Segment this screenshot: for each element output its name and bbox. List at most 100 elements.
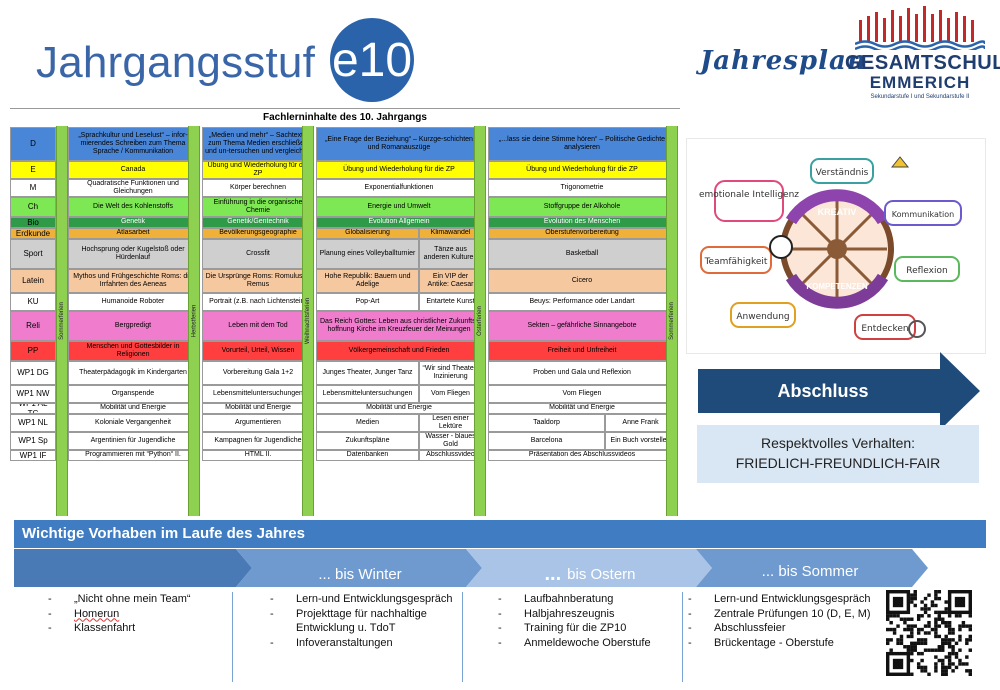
football-icon [769,235,793,259]
holiday-bar-autumn: Herbstferien [188,126,200,516]
content-cell: Energie und Umwelt [316,197,482,217]
content-cell: Mobilität und Energie [68,403,198,414]
subject-cell: WP1 Sp [10,432,56,450]
column-divider [462,592,463,682]
respect-line1: Respektvolles Verhalten: [760,435,916,451]
subject-cell: KU [10,293,56,311]
subject-cell: Latein [10,269,56,293]
content-cell: Freiheit und Unfreiheit [488,341,676,361]
content-cell: Mobilität und Energie [316,403,482,414]
content-cell: Entartete Kunst [419,293,482,311]
phase-ostern-label: ...bis Ostern [480,555,700,593]
vorhaben-heading: Wichtige Vorhaben im Laufe des Jahres [14,520,986,548]
content-cell: Stoffgruppe der Alkohole [488,197,676,217]
subject-cell: Sport [10,239,56,269]
list-item: Brückentage - Oberstufe [688,636,884,651]
content-cell: Vom Fliegen [419,385,482,403]
phase-chevrons [14,549,928,587]
holiday-label: Weihnachtsferien [305,297,311,345]
subject-cell: Reli [10,311,56,341]
content-cell: „Medien und mehr“ – Sachtexte zum Thema … [202,127,314,161]
holiday-label: Osterferien [477,306,483,336]
content-cell: Koloniale Vergangenheit [68,414,198,432]
qr-code-icon [886,590,972,676]
castle-icon [855,6,985,50]
holiday-bar-summer: Sommerferien [56,126,68,516]
subject-cell: PP [10,341,56,361]
respect-line2: FRIEDLICH-FREUNDLICH-FAIR [735,455,941,471]
content-cell: Körper berechnen [202,179,314,197]
content-cell: Theaterpädagogik im Kindergarten [68,361,198,385]
phase-sommer-label: ... bis Sommer [700,552,920,590]
subject-cell: E [10,161,56,179]
content-cell: Hohe Republik: Bauern und Adelige [316,269,419,293]
wheel-icon [780,189,894,309]
content-cell: Lesen einer Lektüre [419,414,482,432]
content-cell: Beuys: Performance oder Landart [488,293,676,311]
content-cell: Trigonometrie [488,179,676,197]
komp-word-komm: Kommunikation [892,210,954,219]
table-row: D „Sprachkultur und Leselust“ – infor-mie… [10,127,680,161]
content-cell: Genetik/Gentechnik [202,217,314,228]
phase-dots: ... [544,562,562,585]
content-cell: Mobilität und Energie [488,403,676,414]
content-cell: „Sprachkultur und Leselust“ – infor-mier… [68,127,198,161]
content-cell: Cicero [488,269,676,293]
content-cell: Oberstufenvorbereitung [488,228,676,239]
list-item: Anmeldewoche Oberstufe [498,636,678,651]
content-cell: Humanoide Roboter [68,293,198,311]
content-cell: Leben mit dem Tod [202,311,314,341]
magnifier-icon [908,320,926,338]
komp-word-verst: Verständnis [816,168,869,178]
content-cell: Exponentialfunktionen [316,179,482,197]
abschluss-arrow: Abschluss [698,352,980,430]
content-cell: Das Reich Gottes: Leben aus christlicher… [316,311,482,341]
content-cell: Barcelona [488,432,605,450]
subject-cell: Erdkunde [10,228,56,239]
komp-word-ei: emotionale Intelligenz [699,190,799,200]
content-cell: Proben und Gala und Reflexion [488,361,676,385]
content-cell: Evolution des Menschen [488,217,676,228]
content-cell: Planung eines Volleyballturnier [316,239,419,269]
komp-word-anw: Anwendung [736,312,789,322]
content-cell: Junges Theater, Junger Tanz [316,361,419,385]
content-cell: Tänze aus anderen Kulturen [419,239,482,269]
holiday-label: Sommerferien [669,302,675,340]
content-cell: Übung und Wiederholung für die ZP [316,161,482,179]
content-cell: Evolution Allgemein [316,217,482,228]
wheel-bottom-label: KOMPETENZEN [806,282,868,291]
content-cell: Bevölkerungsgeographie [202,228,314,239]
phase-dots: ... [87,7,105,30]
subject-cell: WP1 IF [10,450,56,461]
ostern-list: Laufbahnberatung Halbjahreszeugnis Train… [498,592,678,650]
sommer-list: Lern-und Entwicklungsgespräch Zentrale P… [688,592,884,650]
content-cell: Organspende [68,385,198,403]
qr-code[interactable] [886,590,972,676]
content-cell: Vom Fliegen [488,385,676,403]
phase-label-text: ... bis Winter [318,565,402,583]
content-cell: Mobilität und Energie [202,403,314,414]
content-cell: Genetik [68,217,198,228]
content-cell: Medien [316,414,419,432]
content-cell: Zukunftspläne [316,432,419,450]
content-cell: „Eine Frage der Beziehung“ – Kurzge-schi… [316,127,482,161]
phase-label-text: bis Herbst [104,10,173,28]
komp-word-team: Teamfähigkeit [704,257,768,267]
grade-badge: e10 [330,18,414,102]
content-cell: Die Ursprünge Roms: Romulus et Remus [202,269,314,293]
subject-cell: D [10,127,56,161]
content-cell: Crossfit [202,239,314,269]
content-cell: Quadratische Funktionen und Gleichungen [68,179,198,197]
content-cell: Menschen und Gottesbilder in Religionen [68,341,198,361]
content-cell: Lebensmitteluntersuchungen [316,385,419,403]
content-cell: Einführung in die organische Chemie [202,197,314,217]
